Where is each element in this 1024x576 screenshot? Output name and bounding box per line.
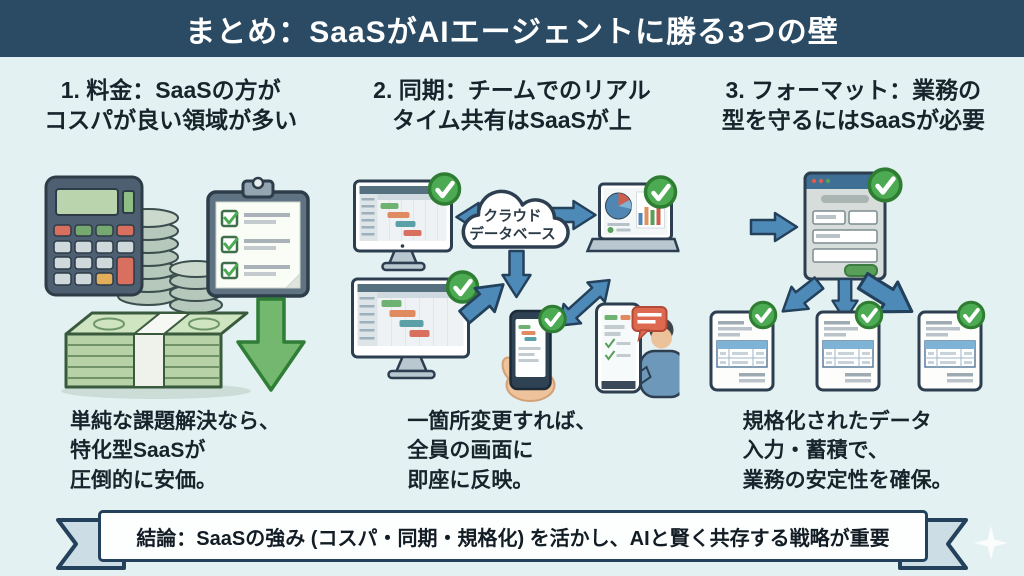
desktop-monitor-icon bbox=[350, 277, 470, 380]
caption-line: 特化型SaaSが bbox=[70, 439, 206, 463]
smartphone-in-hand-icon bbox=[501, 309, 556, 402]
clipboard-checklist-icon bbox=[205, 176, 310, 298]
check-badge-icon bbox=[748, 300, 778, 330]
columns: 1. 料金：SaaSの方が コスパが良い領域が多い bbox=[0, 57, 1024, 514]
cloud-label: クラウド bbox=[483, 208, 541, 225]
caption-line: 即座に反映。 bbox=[407, 468, 534, 492]
caption-line: 規格化されたデータ bbox=[742, 410, 932, 433]
column-heading: 1. 料金：SaaSの方が コスパが良い領域が多い bbox=[2, 75, 339, 136]
check-badge-icon bbox=[956, 300, 986, 330]
column-sync: 2. 同期：チームでのリアル タイム共有はSaaSが上 bbox=[341, 57, 682, 514]
conclusion-ribbon: 結論：SaaSの強み (コスパ・同期・規格化) を活かし、AIと賢く共存する戦略… bbox=[0, 510, 1024, 574]
column-caption: 規格化されたデータ 入力・蓄積で、 業務の安定性を確保。 bbox=[743, 407, 953, 495]
check-badge-icon bbox=[870, 169, 902, 201]
form-window-icon bbox=[803, 171, 887, 281]
calculator-icon bbox=[44, 175, 144, 297]
person-with-phone-icon bbox=[594, 302, 680, 399]
conclusion-text: 結論：SaaSの強み (コスパ・同期・規格化) を活かし、AIと賢く共存する戦略… bbox=[136, 527, 890, 550]
column-format: 3. フォーマット：業務の 型を守るにはSaaSが必要 bbox=[683, 57, 1024, 514]
sync-arrow-down-icon bbox=[501, 249, 532, 299]
header-bar: まとめ：SaaSがAIエージェントに勝る3つの壁 bbox=[0, 0, 1024, 57]
ribbon-banner: 結論：SaaSの強み (コスパ・同期・規格化) を活かし、AIと賢く共存する戦略… bbox=[98, 510, 928, 562]
column-heading: 3. フォーマット：業務の 型を守るにはSaaSが必要 bbox=[685, 75, 1022, 136]
money-stack-icon bbox=[60, 311, 251, 399]
caption-line: 全員の画面に bbox=[407, 439, 534, 463]
down-arrow-icon bbox=[235, 297, 306, 392]
pricing-illustration bbox=[44, 175, 310, 399]
column-caption: 単純な課題解決なら、 特化型SaaSが 圧倒的に安価。 bbox=[70, 407, 280, 495]
sync-illustration: クラウド データベース bbox=[350, 159, 680, 402]
check-badge-icon bbox=[447, 272, 477, 302]
caption-line: 単純な課題解決なら、 bbox=[70, 410, 280, 433]
heading-line: 型を守るにはSaaSが必要 bbox=[721, 107, 985, 134]
heading-line: 1. 料金：SaaSの方が bbox=[60, 77, 281, 103]
cloud-label: データベース bbox=[469, 225, 555, 243]
column-heading: 2. 同期：チームでのリアル タイム共有はSaaSが上 bbox=[343, 75, 680, 136]
caption-line: 圧倒的に安価。 bbox=[70, 468, 217, 492]
page-title: まとめ：SaaSがAIエージェントに勝る3つの壁 bbox=[185, 15, 839, 49]
caption-line: 業務の安定性を確保。 bbox=[742, 468, 953, 492]
chat-bubble-icon bbox=[631, 306, 668, 343]
heading-line: 3. フォーマット：業務の bbox=[725, 77, 982, 103]
check-badge-icon bbox=[537, 304, 568, 334]
heading-line: コスパが良い領域が多い bbox=[44, 107, 298, 134]
cloud-database-icon: クラウド データベース bbox=[461, 189, 570, 249]
check-badge-icon bbox=[429, 174, 459, 204]
column-caption: 一箇所変更すれば、 全員の画面に 即座に反映。 bbox=[407, 407, 596, 495]
flow-arrow-in-icon bbox=[750, 211, 799, 243]
column-pricing: 1. 料金：SaaSの方が コスパが良い領域が多い bbox=[0, 57, 341, 514]
format-illustration bbox=[709, 159, 986, 392]
check-badge-icon bbox=[854, 300, 884, 330]
heading-line: 2. 同期：チームでのリアル bbox=[373, 77, 651, 103]
check-badge-icon bbox=[645, 177, 675, 207]
desktop-monitor-icon bbox=[352, 179, 453, 272]
heading-line: タイム共有はSaaSが上 bbox=[392, 107, 632, 134]
caption-line: 一箇所変更すれば、 bbox=[407, 410, 597, 433]
caption-line: 入力・蓄積で、 bbox=[742, 439, 889, 463]
